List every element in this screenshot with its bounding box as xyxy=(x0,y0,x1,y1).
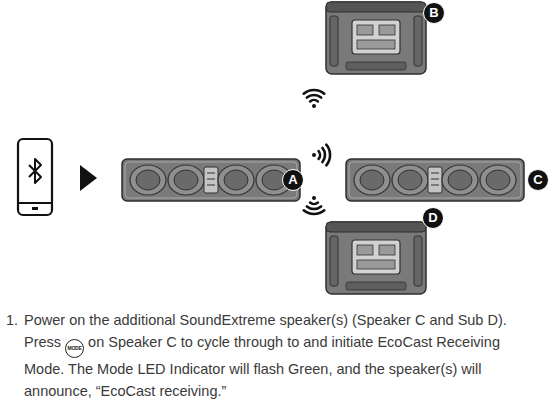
signal-dot xyxy=(312,196,316,200)
phone xyxy=(18,139,52,215)
signal-icon xyxy=(304,203,325,214)
step-number: 1. xyxy=(6,309,18,331)
callout-letter: C xyxy=(527,169,549,191)
signal-icon xyxy=(319,145,330,166)
callout-letter: D xyxy=(422,207,444,229)
instruction-text: on Speaker C to cycle through to and ini… xyxy=(24,334,500,399)
signal-dot xyxy=(312,153,316,157)
speaker-b xyxy=(326,2,426,74)
callout-letter: A xyxy=(282,169,304,191)
mode-button-icon: MODE xyxy=(65,339,84,358)
pointer-triangle xyxy=(80,165,97,191)
speaker-a xyxy=(122,159,300,201)
signal-icon xyxy=(304,90,325,101)
instruction-paragraph: Power on the additional SoundExtreme spe… xyxy=(24,309,534,401)
signal-dot xyxy=(312,104,316,108)
speaker-c xyxy=(346,159,524,201)
sub-d xyxy=(326,222,426,294)
callout-letter: B xyxy=(423,2,445,24)
